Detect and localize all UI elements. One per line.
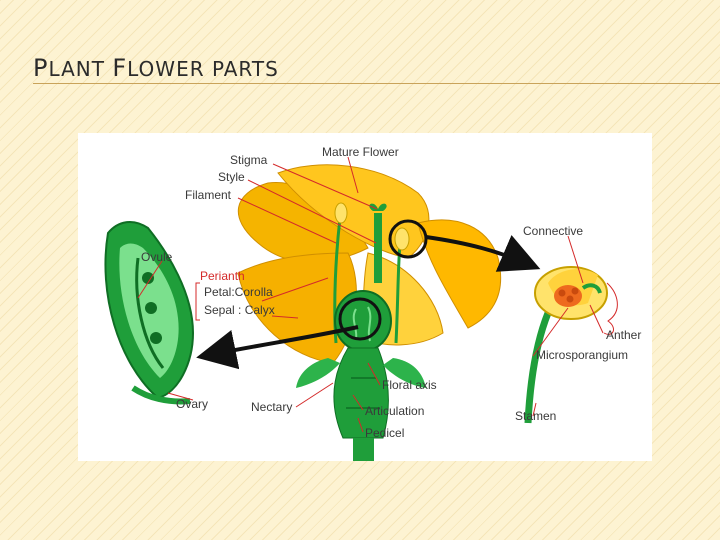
slide-title: PLANT FLOWER PARTS bbox=[33, 54, 279, 82]
title-initial-f: F bbox=[112, 54, 128, 82]
label-filament: Filament bbox=[185, 188, 232, 202]
flower-diagram-svg: Stigma Style Filament Mature Flower Conn… bbox=[104, 145, 641, 461]
label-anther: Anther bbox=[606, 328, 641, 342]
label-articulation: Articulation bbox=[365, 404, 424, 418]
label-style: Style bbox=[218, 170, 245, 184]
label-perianth: Perianth bbox=[200, 269, 245, 283]
title-initial-p: P bbox=[33, 54, 49, 82]
leader-lines bbox=[137, 156, 604, 433]
ovary-section bbox=[104, 221, 195, 405]
label-floral-axis: Floral axis bbox=[382, 378, 437, 392]
title-underline bbox=[33, 83, 720, 84]
label-microsporangium: Microsporangium bbox=[536, 348, 628, 362]
title-part-1: LANT bbox=[48, 57, 113, 81]
label-sepal-calyx: Sepal : Calyx bbox=[204, 303, 275, 317]
label-mature-flower: Mature Flower bbox=[322, 145, 399, 159]
title-part-2: LOWER PARTS bbox=[127, 57, 279, 81]
label-petal-corolla: Petal:Corolla bbox=[204, 285, 273, 299]
label-ovule: Ovule bbox=[141, 250, 173, 264]
arrow-to-stamen bbox=[425, 235, 541, 272]
flower-diagram: Stigma Style Filament Mature Flower Conn… bbox=[78, 133, 652, 461]
label-nectary: Nectary bbox=[251, 400, 292, 414]
label-stigma: Stigma bbox=[230, 153, 268, 167]
label-stamen: Stamen bbox=[515, 409, 556, 423]
label-pedicel: Pedicel bbox=[365, 426, 404, 440]
ovary-highlight-circle bbox=[338, 297, 382, 341]
floral-axis bbox=[296, 347, 426, 461]
stamen-detail bbox=[524, 266, 618, 424]
label-ovary: Ovary bbox=[176, 397, 208, 411]
label-connective: Connective bbox=[523, 224, 583, 238]
arrow-to-ovary bbox=[196, 325, 359, 370]
